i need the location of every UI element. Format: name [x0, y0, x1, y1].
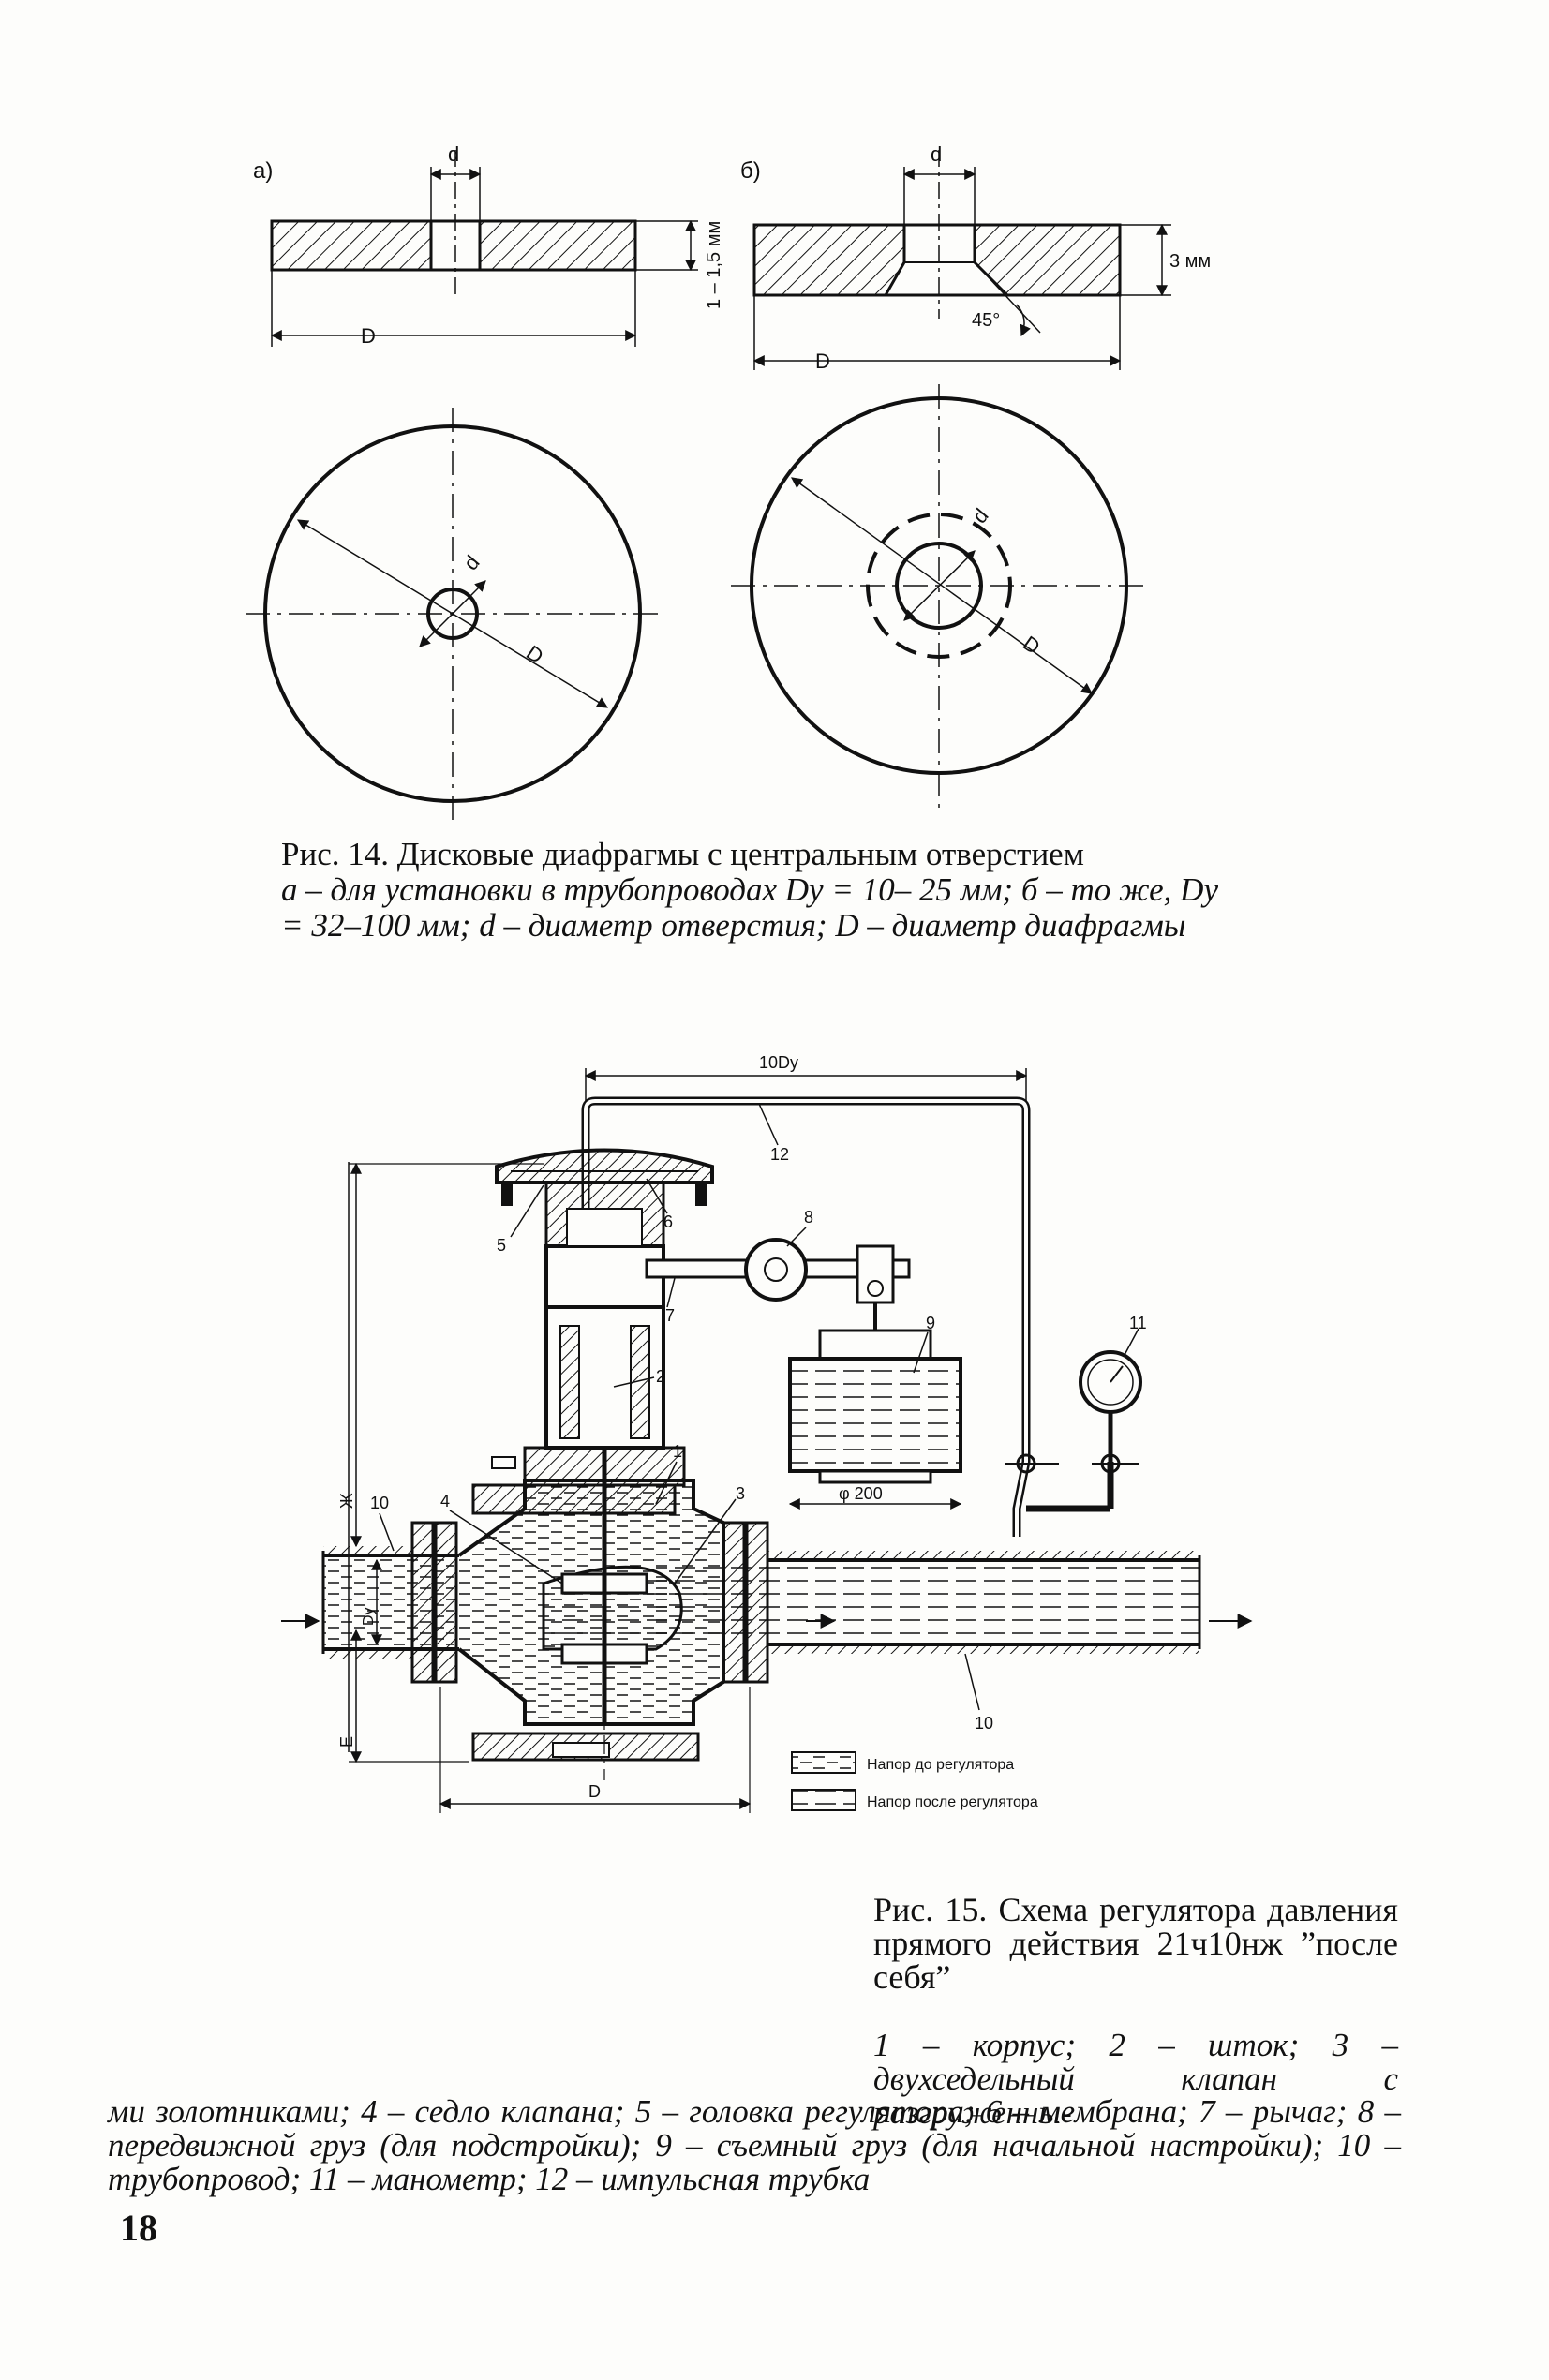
- legend-after-label: Напор после регулятора: [867, 1794, 1038, 1810]
- valve-body: [457, 1331, 725, 1780]
- fig15-num-8: 8: [804, 1208, 813, 1227]
- figure-15-caption-body-2: ми золотниками; 4 – седло клапана; 5 – г…: [108, 2093, 1401, 2197]
- fig15-num-9: 9: [926, 1314, 935, 1332]
- fig15-num-3: 3: [736, 1484, 745, 1503]
- figure-15-caption-body-1: 1 – корпус; 2 – шток; 3 – двухседельный …: [873, 2027, 1398, 2131]
- fig15-weight-dia: φ 200: [839, 1484, 883, 1503]
- fig15-dim-D: D: [588, 1782, 601, 1801]
- disc-a-D-label: D: [361, 324, 376, 348]
- fig15-num-10-left: 10: [370, 1494, 389, 1512]
- lever-and-weights: [645, 1238, 962, 1510]
- disc-a-d-label: d: [448, 142, 459, 166]
- disc-b-plan: [731, 384, 1148, 815]
- panel-a-label: а): [253, 158, 273, 184]
- disc-a-section: [270, 150, 698, 347]
- figure-15-caption-title: Рис. 15. Схема регулятора давления прямо…: [873, 1891, 1398, 1996]
- fig15-dim-dy: Dу: [361, 1607, 377, 1626]
- disc-b-d-label: d: [931, 142, 942, 166]
- page-number: 18: [120, 2207, 157, 2249]
- fig15-num-6: 6: [663, 1212, 673, 1231]
- figure-14-caption: Рис. 14. Дисковые диафрагмы с центральны…: [281, 837, 1218, 944]
- pipeline: [281, 1521, 1253, 1684]
- disc-b-D-label: D: [815, 350, 830, 373]
- fig15-num-12: 12: [770, 1145, 789, 1164]
- legend-before-label: Напор до регулятора: [867, 1757, 1014, 1773]
- fig15-num-7: 7: [665, 1306, 675, 1325]
- fig15-num-2: 2: [656, 1367, 665, 1386]
- fig15-dim-zh: Ж: [337, 1493, 356, 1509]
- panel-b-label: б): [740, 158, 761, 184]
- disc-b-section: [752, 150, 1171, 370]
- disc-a-thickness-label: 1 – 1,5 мм: [704, 221, 724, 309]
- disc-b-angle-label: 45°: [972, 310, 1000, 331]
- figure-14-caption-title: Рис. 14. Дисковые диафрагмы с центральны…: [281, 836, 1084, 872]
- fig15-num-1: 1: [673, 1442, 682, 1461]
- fig15-num-10-right: 10: [975, 1714, 993, 1733]
- figure-15-drawing: 10Dу 12 11 Ж Е: [281, 1053, 1253, 1813]
- disc-a-plan: [246, 408, 661, 820]
- figure-14-drawing: а) d D 1 – 1,5 мм б): [246, 142, 1211, 820]
- fig15-num-4: 4: [440, 1492, 450, 1510]
- fig15-dim-10dy: 10Dу: [759, 1053, 798, 1072]
- fig15-num-11: 11: [1129, 1314, 1147, 1332]
- disc-b-thickness-label: 3 мм: [1169, 251, 1211, 272]
- figure-14-caption-body: а – для установки в трубопроводах Dу = 1…: [281, 871, 1218, 944]
- fig15-num-5: 5: [497, 1236, 506, 1255]
- regulator-column: [491, 1148, 714, 1487]
- fig15-dim-e: Е: [337, 1736, 356, 1748]
